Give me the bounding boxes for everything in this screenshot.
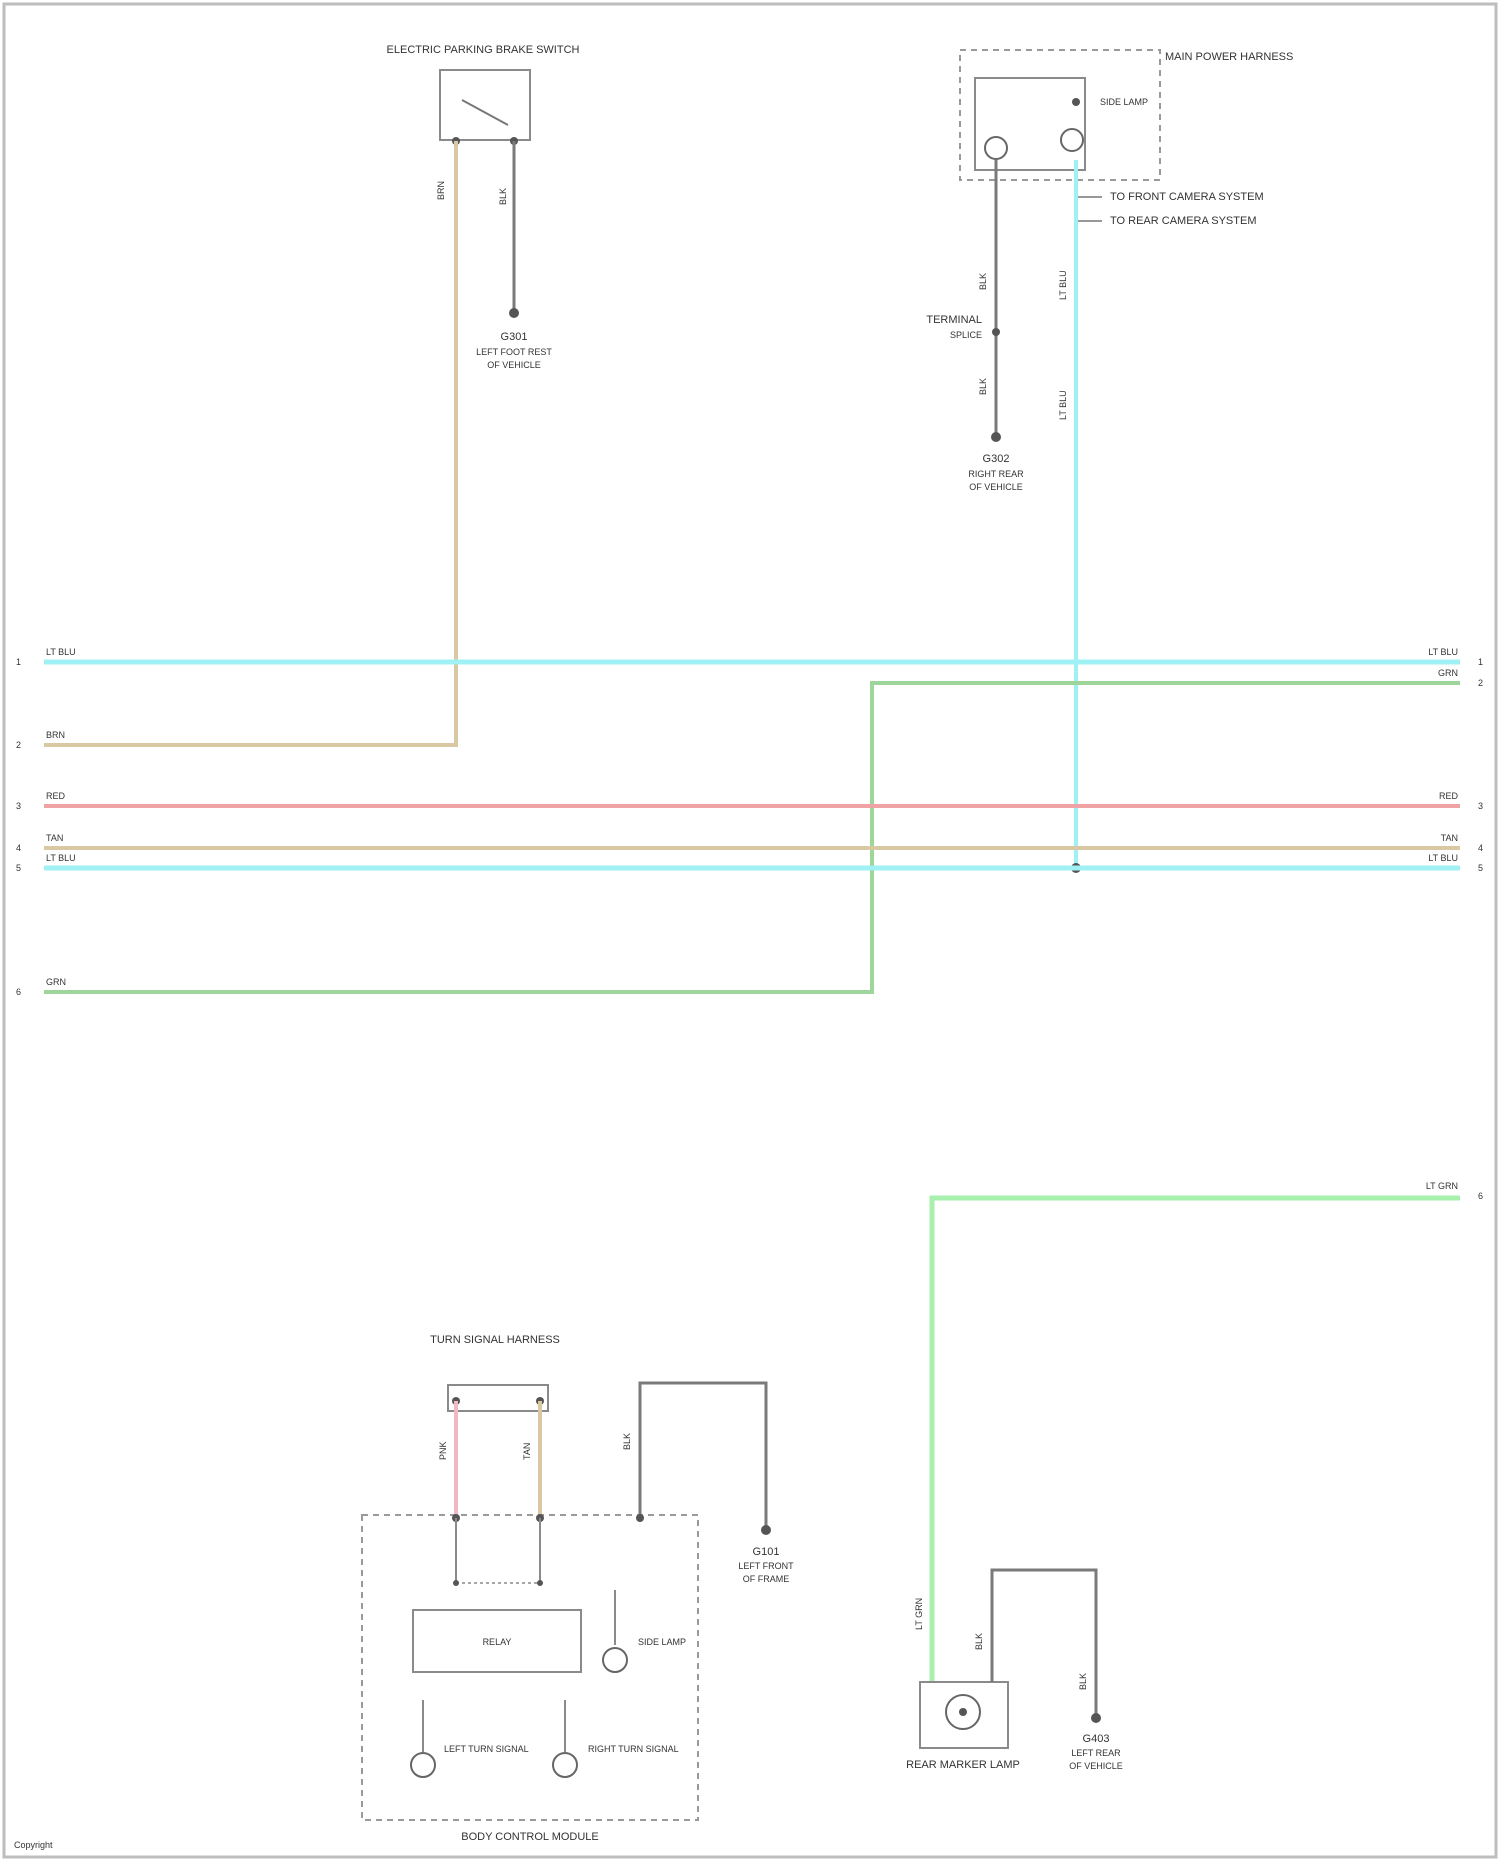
rear-marker-label: REAR MARKER LAMP xyxy=(906,1759,1020,1771)
ground-g101-icon xyxy=(761,1525,771,1535)
bcm-label: BODY CONTROL MODULE xyxy=(461,1831,599,1843)
module-pin-right-icon xyxy=(1061,129,1083,151)
rear-black-label-2: BLK xyxy=(978,378,988,395)
pink-drop-label: PNK xyxy=(438,1441,448,1460)
ground-g301-note: LEFT FOOT REST xyxy=(476,347,552,357)
bcm-node-1 xyxy=(453,1580,459,1586)
marker-black-label-2: BLK xyxy=(1078,1673,1088,1690)
ground-g301-icon xyxy=(509,308,519,318)
tan-drop-label: BRN xyxy=(436,181,446,200)
bottom-black-label: BLK xyxy=(622,1433,632,1450)
harness-connector xyxy=(448,1385,548,1411)
ground-g301-note-2: OF VEHICLE xyxy=(487,360,541,370)
bcm-node-2 xyxy=(537,1580,543,1586)
bus-pin-right-5: 5 xyxy=(1478,863,1483,873)
footer-copyright: Copyright xyxy=(14,1840,53,1850)
ground-g403-note: LEFT REAR xyxy=(1071,1748,1121,1758)
bus-pin-right-6: 6 xyxy=(1478,1191,1483,1201)
bus-label-left-1: LT BLU xyxy=(46,647,76,657)
bus-pin-left-6: 6 xyxy=(16,987,21,997)
ground-g403-icon xyxy=(1091,1713,1101,1723)
rear-marker-lamp-center xyxy=(959,1708,967,1716)
ground-g101-label: G101 xyxy=(753,1546,780,1558)
blue-drop-label-2: LT BLU xyxy=(1058,390,1068,420)
bus-pin-left-1: 1 xyxy=(16,657,21,667)
callout-rear-camera: TO REAR CAMERA SYSTEM xyxy=(1110,215,1257,227)
bus-label-left-4: TAN xyxy=(46,833,63,843)
side-lamp-icon xyxy=(603,1648,627,1672)
terminal-label: TERMINAL xyxy=(926,314,982,326)
ground-g302-icon xyxy=(991,432,1001,442)
bus-label-right-2: GRN xyxy=(1438,668,1458,678)
callout-front-camera: TO FRONT CAMERA SYSTEM xyxy=(1110,191,1264,203)
bcm-relay-label: RELAY xyxy=(483,1637,512,1647)
bus-label-right-6: LT GRN xyxy=(1426,1181,1458,1191)
bus-pin-right-1: 1 xyxy=(1478,657,1483,667)
rear-module-inner-label: SIDE LAMP xyxy=(1100,97,1148,107)
right-turn-lamp-icon xyxy=(553,1753,577,1777)
bus-label-right-4: TAN xyxy=(1441,833,1458,843)
bus-label-right-1: LT BLU xyxy=(1428,647,1458,657)
ground-g302-note-2: OF VEHICLE xyxy=(969,482,1023,492)
bus-label-left-3: RED xyxy=(46,791,66,801)
ground-g302-note: RIGHT REAR xyxy=(968,469,1024,479)
blue-drop-label: LT BLU xyxy=(1058,270,1068,300)
ground-g403-label: G403 xyxy=(1083,1733,1110,1745)
ground-g302-label: G302 xyxy=(983,453,1010,465)
module-top-pin xyxy=(1072,98,1080,106)
bus-label-right-3: RED xyxy=(1439,791,1459,801)
harness-top-label: TURN SIGNAL HARNESS xyxy=(430,1334,560,1346)
terminal-sub-label: SPLICE xyxy=(950,330,982,340)
bus-pin-right-4: 4 xyxy=(1478,843,1483,853)
bus-pin-right-3: 3 xyxy=(1478,801,1483,811)
parking-brake-switch xyxy=(440,70,530,140)
bus-pin-left-5: 5 xyxy=(16,863,21,873)
ground-g403-note-2: OF VEHICLE xyxy=(1069,1761,1123,1771)
side-lamp-label: SIDE LAMP xyxy=(638,1637,686,1647)
light-green-wire xyxy=(932,1198,1460,1685)
terminal-splice-dot xyxy=(992,328,1000,336)
ground-g101-note-2: OF FRAME xyxy=(743,1574,790,1584)
bottom-ground-wire xyxy=(640,1383,766,1530)
bus-label-right-5: LT BLU xyxy=(1428,853,1458,863)
green-drop-label: LT GRN xyxy=(914,1598,924,1630)
bus-pin-right-2: 2 xyxy=(1478,678,1483,688)
tan-drop-wire xyxy=(44,141,456,745)
tan-drop-label-2: TAN xyxy=(522,1443,532,1460)
bus-label-left-2: BRN xyxy=(46,730,65,740)
bus-pin-left-2: 2 xyxy=(16,740,21,750)
switch-label: ELECTRIC PARKING BRAKE SWITCH xyxy=(387,44,580,56)
bus-label-left-6: GRN xyxy=(46,977,66,987)
bcm-pin-3 xyxy=(636,1514,644,1522)
marker-black-label: BLK xyxy=(974,1633,984,1650)
bus-pin-left-3: 3 xyxy=(16,801,21,811)
bus-label-left-5: LT BLU xyxy=(46,853,76,863)
ground-g301-label: G301 xyxy=(501,331,528,343)
module-pin-left-icon xyxy=(985,137,1007,159)
black-drop-label: BLK xyxy=(498,188,508,205)
ground-g101-note: LEFT FRONT xyxy=(738,1561,794,1571)
left-turn-lamp-icon xyxy=(411,1753,435,1777)
rear-module-label: MAIN POWER HARNESS xyxy=(1165,51,1293,63)
bus-pin-left-4: 4 xyxy=(16,843,21,853)
right-lamp-label: RIGHT TURN SIGNAL xyxy=(588,1744,679,1754)
left-lamp-label: LEFT TURN SIGNAL xyxy=(444,1744,529,1754)
rear-black-label: BLK xyxy=(978,273,988,290)
bus-wire-dark-green xyxy=(44,683,1460,992)
